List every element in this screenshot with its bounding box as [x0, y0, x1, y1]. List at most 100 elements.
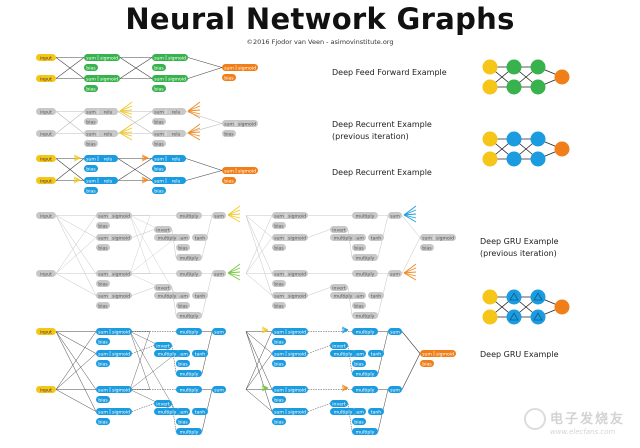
node-shape [330, 408, 356, 415]
node-label: sigmoid [288, 271, 306, 277]
node-label: invert [332, 401, 346, 407]
node-label: relu [172, 156, 181, 162]
node-shape [352, 270, 378, 277]
g-a-bias-2-0: bias [96, 360, 110, 367]
node-label: bias [154, 188, 164, 194]
edge [245, 389, 273, 412]
gp-a-out-sum-0: sum [212, 212, 226, 219]
node-shape [176, 428, 202, 435]
node-shape [96, 244, 110, 251]
node-label: relu [104, 178, 113, 184]
dr-input-1: input [36, 177, 56, 184]
edge [185, 170, 223, 181]
gp-a-tanh-1: tanh [192, 292, 208, 299]
node-shape [212, 270, 226, 277]
icon-hidden-neuron [530, 59, 546, 75]
icon-hidden-neuron [530, 79, 546, 95]
dff-out-bias: bias [222, 74, 236, 81]
node-label: multiply [356, 371, 375, 377]
node-label: input [40, 156, 52, 162]
node-label: relu [172, 109, 181, 115]
node-shape [36, 270, 56, 277]
node-shape [154, 284, 172, 291]
gp-fan-a-bottom [227, 263, 241, 281]
node-shape [352, 302, 366, 309]
node-label: sum [274, 410, 284, 415]
node-shape [154, 234, 180, 241]
node-label: bias [86, 86, 96, 92]
g-a-out-sum-1: sum [212, 386, 226, 393]
node-shape [352, 328, 378, 335]
node-label: multiply [180, 255, 199, 261]
gp-input-1: input [36, 270, 56, 277]
node-shape [368, 408, 384, 415]
node-label: bias [224, 131, 234, 137]
icon-output-neuron [554, 69, 570, 85]
icon-hidden-neuron [506, 289, 522, 305]
g-b-out-sum-0: sum [388, 328, 402, 335]
fan-line [187, 127, 201, 134]
node-label: bias [274, 339, 284, 345]
dr-input-0: input [36, 155, 56, 162]
node-label: relu [104, 109, 113, 115]
node-shape [152, 130, 186, 137]
node-shape [352, 418, 366, 425]
node-label: input [40, 109, 52, 115]
edge [129, 237, 177, 274]
g-a-multiply-2-0: multiply [154, 350, 180, 357]
node-shape [152, 187, 166, 194]
watermark-logo-icon [524, 408, 546, 430]
node-label: bias [274, 245, 284, 251]
edge [129, 215, 151, 274]
icon-hidden-neuron [530, 289, 546, 305]
fan-line [187, 109, 201, 112]
node-label: tanh [195, 351, 206, 357]
fan-line [403, 271, 417, 274]
node-label: tanh [371, 351, 382, 357]
edge [55, 215, 97, 274]
g-a-bias-1-1: bias [96, 396, 110, 403]
node-label: bias [354, 361, 364, 367]
node-shape [84, 187, 98, 194]
node-label: sigmoid [288, 351, 306, 357]
g-b-bias-1-0: bias [272, 338, 286, 345]
edge [131, 229, 155, 238]
node-label: tanh [195, 293, 206, 299]
node-shape [222, 120, 258, 127]
node-label: sigmoid [112, 235, 130, 241]
fan-line [187, 132, 201, 137]
g-b-bias-2-0: bias [272, 360, 286, 367]
node-shape [420, 234, 456, 241]
gp-b-multiply-1-1: multiply [352, 270, 378, 277]
node-label: sum [390, 388, 400, 393]
g-recurrent-tick-3 [341, 387, 349, 392]
node-label: multiply [356, 213, 375, 219]
node-label: sum [154, 179, 164, 184]
fan-line [119, 123, 133, 134]
node-shape [154, 226, 172, 233]
node-label: invert [332, 343, 346, 349]
edge [55, 158, 85, 181]
node-label: tanh [195, 409, 206, 415]
drp-input-0: input [36, 108, 56, 115]
node-label: sum [274, 294, 284, 299]
node-label: invert [156, 401, 170, 407]
node-label: invert [332, 285, 346, 291]
drp-input-1: input [36, 130, 56, 137]
node-shape [272, 292, 308, 299]
fan-line [187, 123, 201, 134]
dff-l1-bias-1: bias [84, 85, 98, 92]
node-shape [84, 130, 118, 137]
node-label: bias [98, 303, 108, 309]
drp-l1-bias-1: bias [84, 140, 98, 147]
node-label: multiply [158, 293, 177, 299]
node-shape [212, 212, 226, 219]
